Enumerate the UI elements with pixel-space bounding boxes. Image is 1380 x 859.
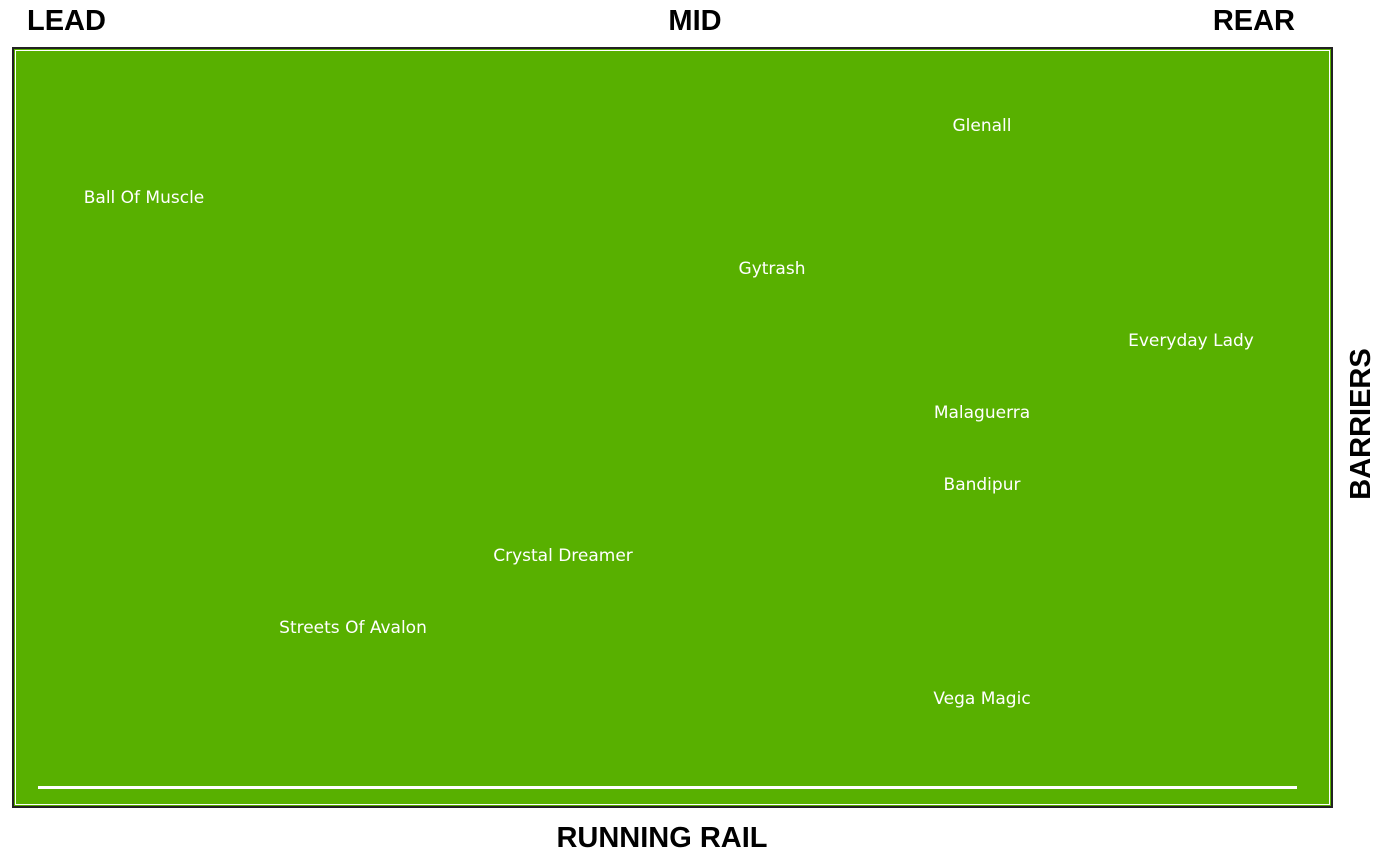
running-rail-label: RUNNING RAIL [556, 822, 768, 854]
barriers-label: BARRIERS [1345, 348, 1377, 500]
horse-label-everyday-lady: Everyday Lady [1128, 331, 1254, 351]
running-rail-line [38, 786, 1297, 789]
race-field: Glenall Ball Of Muscle Gytrash Everyday … [12, 47, 1333, 808]
horse-label-streets-of-avalon: Streets Of Avalon [279, 618, 427, 638]
mid-label: MID [668, 5, 722, 37]
horse-label-crystal-dreamer: Crystal Dreamer [493, 546, 633, 566]
horse-label-bandipur: Bandipur [943, 475, 1021, 495]
horse-label-malaguerra: Malaguerra [933, 403, 1031, 423]
horse-label-glenall: Glenall [952, 116, 1012, 136]
rear-label: REAR [1212, 5, 1295, 37]
horse-label-vega-magic: Vega Magic [933, 689, 1031, 709]
horse-label-ball-of-muscle: Ball Of Muscle [83, 188, 205, 208]
lead-label: LEAD [27, 5, 106, 37]
horse-label-gytrash: Gytrash [738, 259, 806, 279]
